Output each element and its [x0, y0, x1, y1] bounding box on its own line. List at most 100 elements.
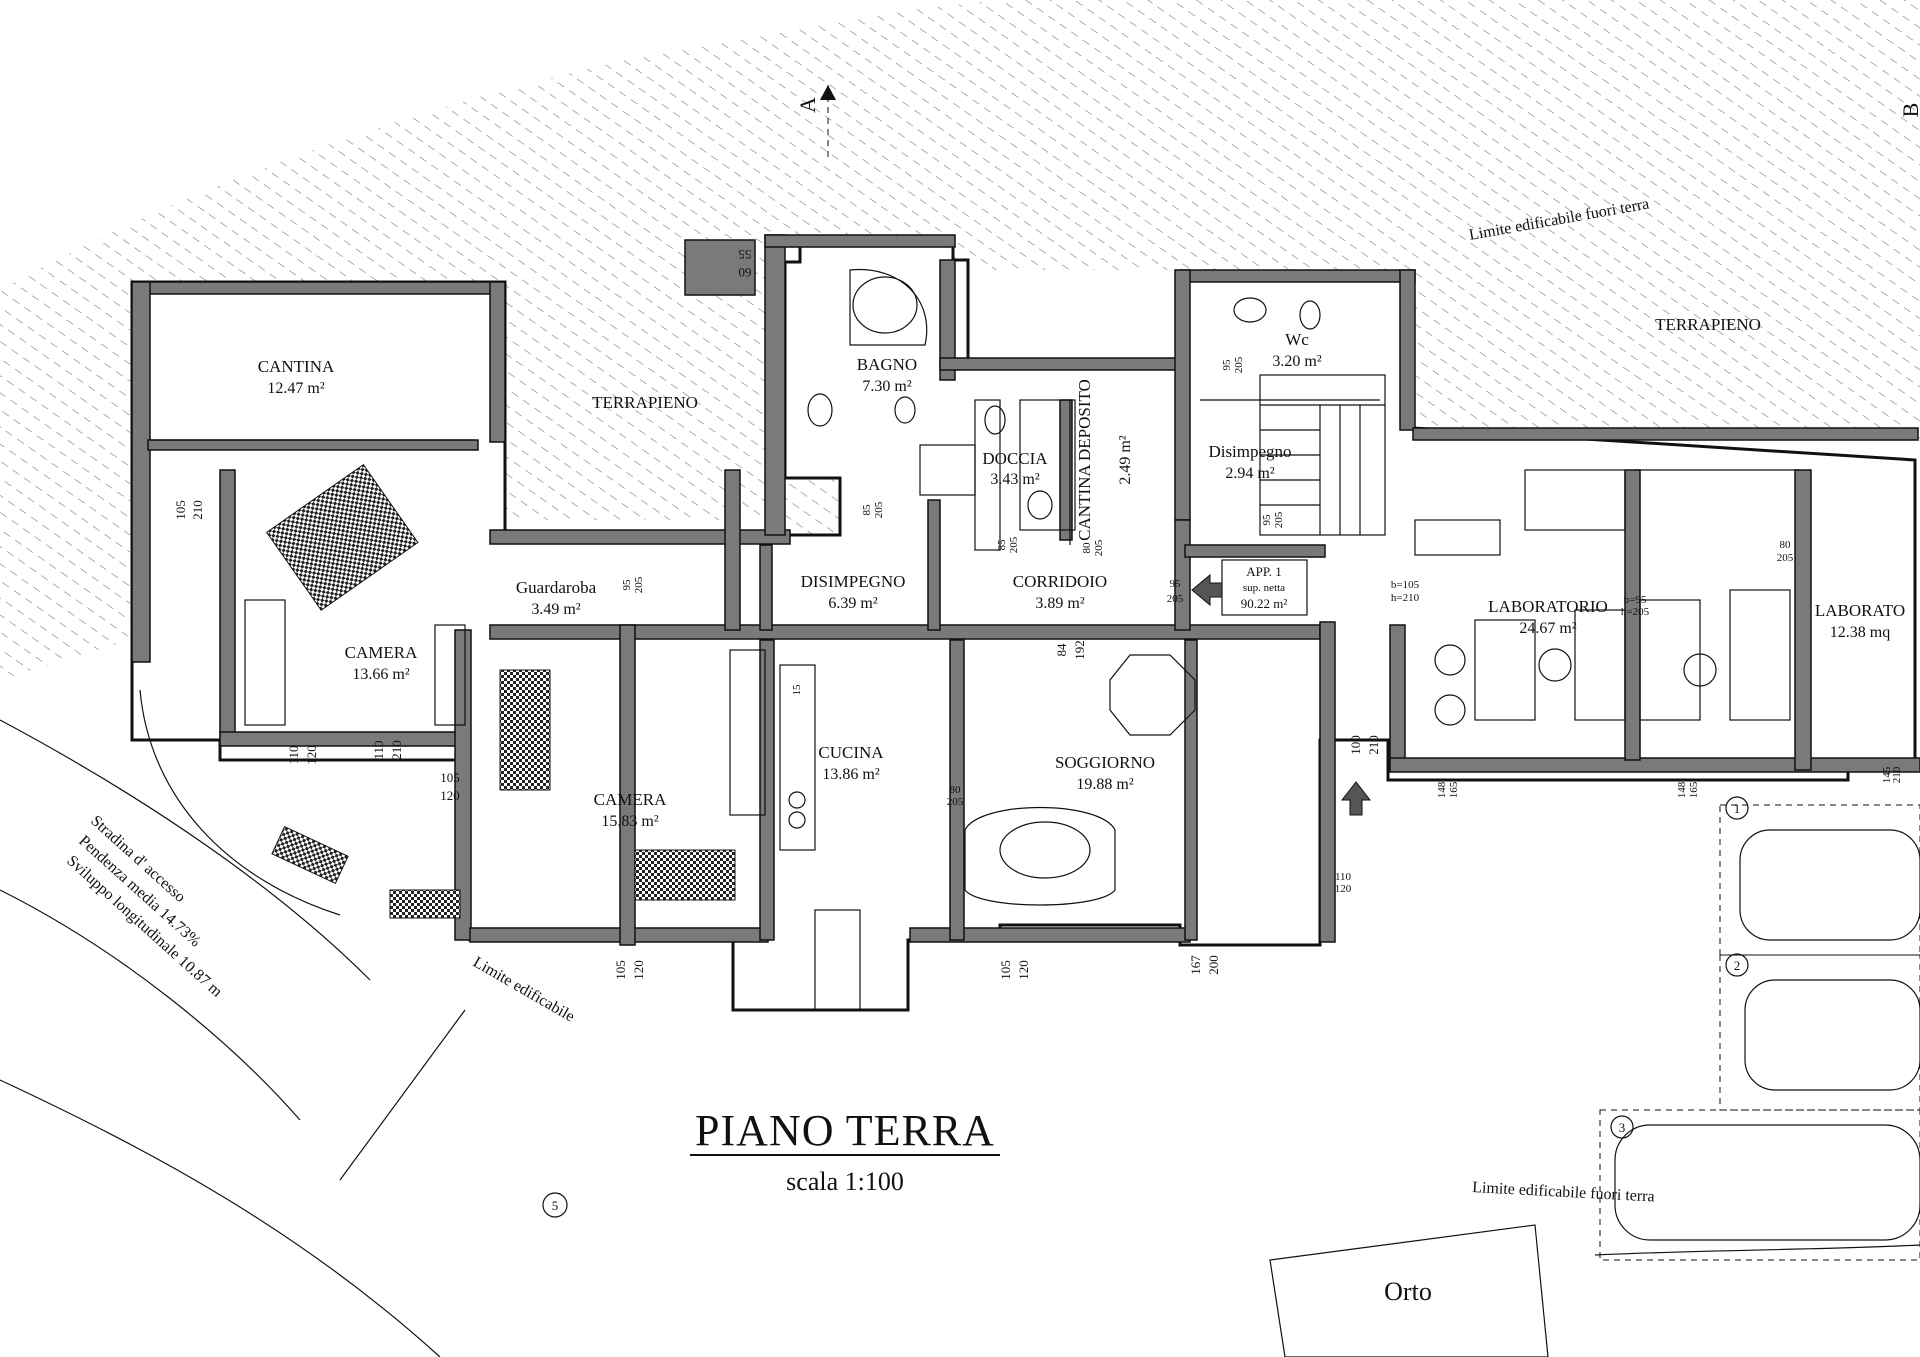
annotation-section-b: B [1898, 103, 1920, 118]
door-dim: 205 [1233, 356, 1245, 373]
door-dim: 80 [1780, 539, 1792, 551]
furniture [0, 85, 1920, 1357]
room-area-corridoio: 3.89 m² [1035, 595, 1084, 612]
annotation-limit-bottom-left: Limite edificabile [470, 954, 577, 1026]
room-area-guardaroba: 3.49 m² [531, 601, 580, 618]
door-dim: 210 [1366, 735, 1381, 755]
door-dim: 120 [1016, 960, 1031, 980]
room-name-laboratorio: LABORATORIO [1488, 597, 1608, 616]
door-dim: 85 [996, 539, 1008, 551]
room-name-terrapieno-left: TERRAPIENO [592, 393, 698, 412]
door-dim: 205 [947, 796, 964, 808]
parking-number-1: 1 [1734, 801, 1741, 816]
door-dim: 145 [1881, 766, 1893, 783]
door-dim: 95 [621, 579, 633, 591]
room-labels: CANTINA 12.47 m² TERRAPIENO BAGNO 7.30 m… [258, 315, 1905, 830]
apartment-tag: APP. 1 sup. netta 90.22 m² [1241, 564, 1288, 611]
door-dim: 84 [1054, 643, 1069, 657]
room-area-cantina: 12.47 m² [267, 380, 324, 397]
room-name-camera-1: CAMERA [345, 643, 418, 662]
room-name-wc: Wc [1285, 330, 1309, 349]
room-name-corridoio: CORRIDOIO [1013, 572, 1107, 591]
room-area-soggiorno: 19.88 m² [1076, 776, 1133, 793]
partitions [150, 399, 1800, 551]
apartment-tag-note: sup. netta [1243, 582, 1285, 594]
door-dim: 80 [1081, 542, 1093, 554]
door-dim: 60 [739, 265, 752, 280]
door-dim: 167 [1188, 955, 1203, 975]
door-dim: 80 [950, 784, 962, 796]
apartment-tag-area: 90.22 m² [1241, 596, 1288, 611]
door-dim: 205 [633, 576, 645, 593]
room-area-camera-1: 13.66 m² [352, 666, 409, 683]
door-dim: 148 [1676, 781, 1688, 798]
parking-number-2: 2 [1734, 958, 1741, 973]
door-dim: 165 [1688, 781, 1700, 798]
room-name-cantina-deposito: CANTINA DEPOSITO [1075, 379, 1094, 541]
door-dim: b=95 [1624, 594, 1647, 606]
apartment-tag-name: APP. 1 [1246, 564, 1281, 579]
room-area-camera-2: 15.83 m² [601, 813, 658, 830]
door-dim: 148 [1436, 781, 1448, 798]
room-area-cantina-deposito: 2.49 m² [1117, 435, 1134, 484]
door-dim: 210 [1891, 766, 1903, 783]
marker-number-5: 5 [552, 1198, 559, 1213]
room-name-bagno: BAGNO [857, 355, 917, 374]
door-dim: 100 [1348, 735, 1363, 755]
drawing-scale: scala 1:100 [786, 1167, 904, 1196]
door-dim: 200 [1206, 955, 1221, 975]
door-dim: 205 [1008, 536, 1020, 553]
door-dim: 120 [631, 960, 646, 980]
door-dim: 210 [190, 500, 205, 520]
annotation-section-a: A [795, 97, 820, 113]
door-dim: b=105 [1391, 579, 1420, 591]
door-dim: h=205 [1621, 606, 1650, 618]
annotation-garden: Orto [1384, 1277, 1432, 1306]
room-name-laboratorio-2: LABORATO [1815, 601, 1905, 620]
door-dim: 205 [873, 501, 885, 518]
room-name-cantina: CANTINA [258, 357, 335, 376]
door-dim: 55 [739, 247, 752, 262]
door-dim: 95 [1170, 578, 1182, 590]
room-name-disimpegno: DISIMPEGNO [801, 572, 906, 591]
room-area-laboratorio-2: 12.38 mq [1830, 624, 1890, 641]
door-dim: 210 [389, 740, 404, 760]
room-name-disimpegno-small: Disimpegno [1208, 442, 1291, 461]
drawing-title: PIANO TERRA [695, 1106, 995, 1155]
terrapieno-hatch [0, 0, 1920, 680]
door-dim: 205 [1093, 539, 1105, 556]
door-dim: 120 [1335, 883, 1352, 895]
annotation-limit-bottom-right: Limite edificabile fuori terra [1472, 1179, 1655, 1206]
door-dim: 85 [861, 504, 873, 516]
room-area-disimpegno-small: 2.94 m² [1225, 465, 1274, 482]
door-dim: 95 [1221, 359, 1233, 371]
door-dim: 110 [286, 745, 301, 764]
door-dim: 165 [1448, 781, 1460, 798]
room-area-cucina: 13.86 m² [822, 766, 879, 783]
parking-number-3: 3 [1619, 1120, 1626, 1135]
door-dim: 205 [1777, 552, 1794, 564]
room-area-disimpegno: 6.39 m² [828, 595, 877, 612]
door-dim: 110 [371, 740, 386, 759]
walls [130, 234, 1920, 1012]
room-area-laboratorio: 24.67 m² [1519, 620, 1576, 637]
room-name-guardaroba: Guardaroba [516, 578, 597, 597]
room-name-cucina: CUCINA [818, 743, 884, 762]
room-name-doccia: DOCCIA [982, 449, 1048, 468]
room-area-wc: 3.20 m² [1272, 353, 1321, 370]
staircase [1259, 374, 1386, 536]
door-dim: 192 [1072, 640, 1087, 660]
door-dim: 95 [1261, 514, 1273, 526]
parking-numbers: 1 2 3 5 [552, 801, 1741, 1213]
title-block: PIANO TERRA scala 1:100 [695, 1106, 995, 1196]
room-area-bagno: 7.30 m² [862, 378, 911, 395]
door-dim: 120 [304, 745, 319, 765]
door-dim: 205 [1167, 593, 1184, 605]
door-dim: 15 [791, 684, 803, 696]
door-dim: 205 [1273, 511, 1285, 528]
room-name-camera-2: CAMERA [594, 790, 667, 809]
room-name-terrapieno-right: TERRAPIENO [1655, 315, 1761, 334]
door-dim: 110 [1335, 871, 1352, 883]
door-dim: h=210 [1391, 592, 1420, 604]
